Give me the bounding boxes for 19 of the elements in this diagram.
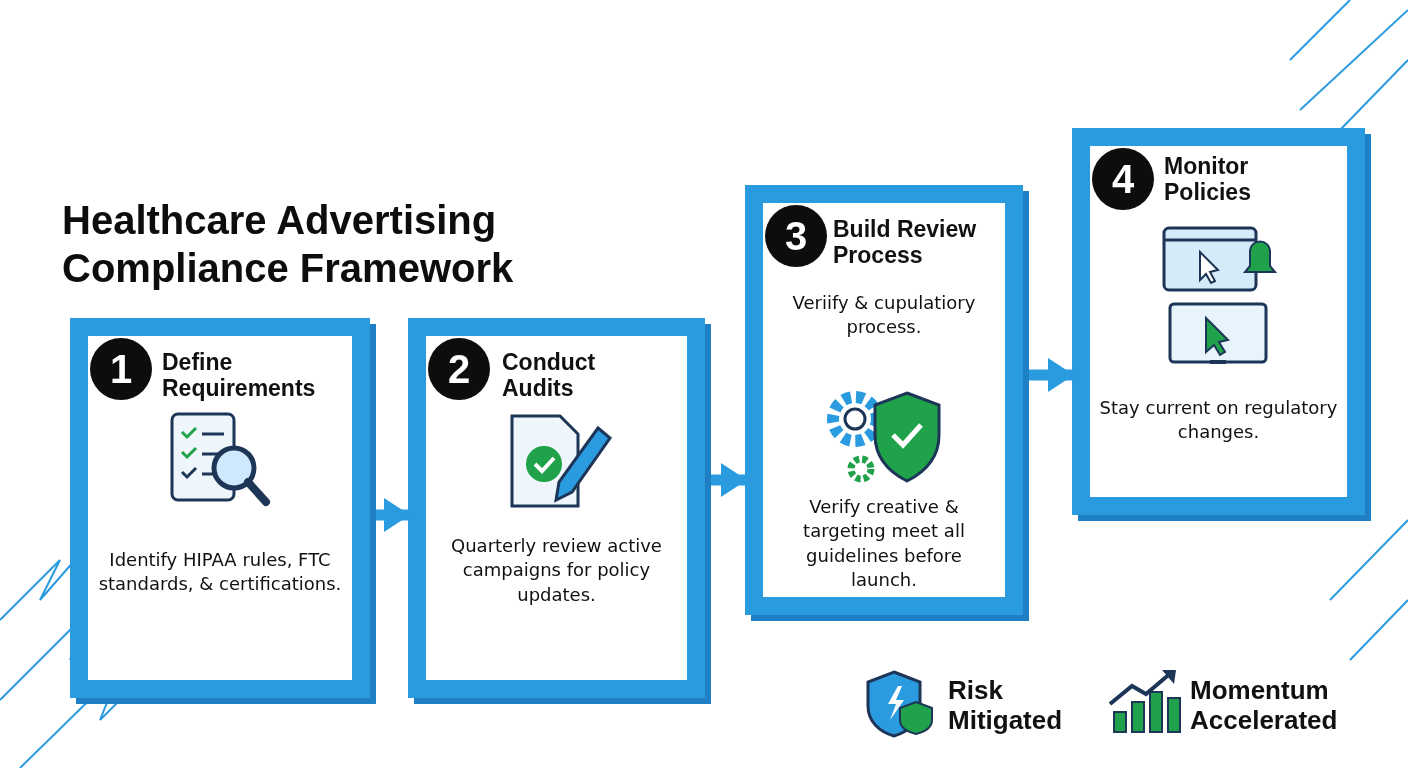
step-number: 3 (765, 205, 827, 267)
arrow (1029, 358, 1074, 392)
step-description: Quarterly review active campaigns for policy updates. (450, 534, 663, 607)
step-description: Stay current on regulatory changes. (1098, 396, 1339, 445)
step-number: 4 (1092, 148, 1154, 210)
step-number: 1 (90, 338, 152, 400)
step-description: Identify HIPAA rules, FTC standards, & certifications. (97, 548, 343, 597)
step-heading: Define Requirements (162, 350, 317, 402)
badge-label: Momentum Accelerated (1190, 676, 1339, 736)
badge-label: Risk Mitigated (948, 676, 1064, 736)
step-description: Veriify & cupulatiory process. (791, 291, 977, 340)
step-description: Verify creative & targeting meet all guidelines before launch. (802, 495, 966, 592)
step-number: 2 (428, 338, 490, 400)
step-heading: Monitor Policies (1164, 154, 1252, 206)
arrow (376, 498, 410, 532)
arrow (711, 463, 747, 497)
step-heading: Conduct Audits (502, 350, 597, 402)
title-text: Healthcare Advertising Compliance Framework (62, 197, 515, 292)
step-heading: Build Review Process (833, 217, 978, 269)
